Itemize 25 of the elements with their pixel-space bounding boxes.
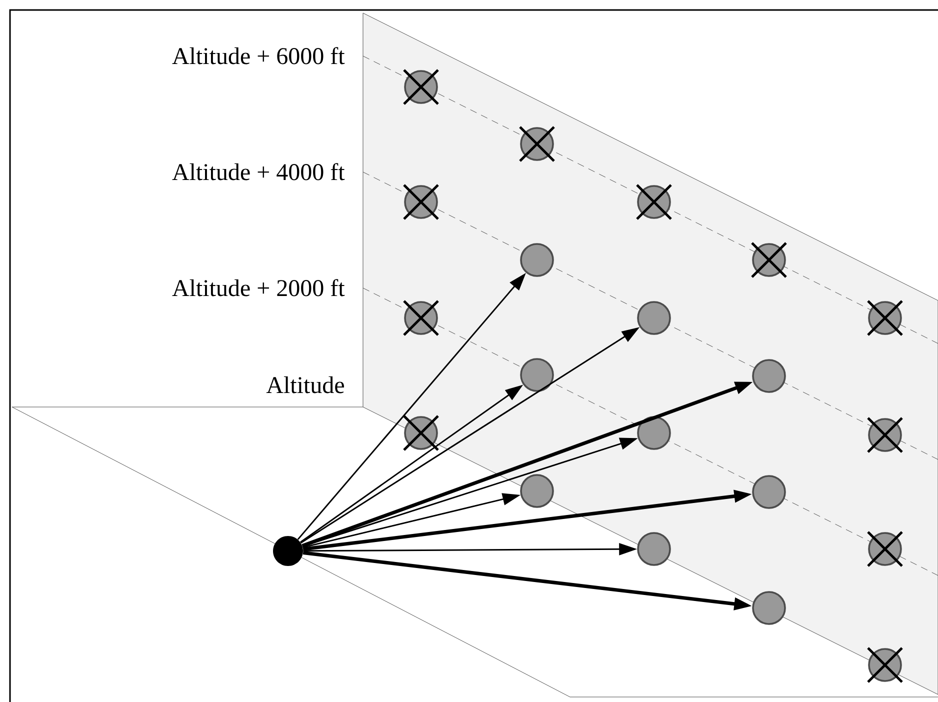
altitude-label: Altitude + 6000 ft	[172, 47, 345, 64]
crossed-circle	[866, 300, 904, 336]
crossed-circle	[636, 184, 672, 220]
source-dot	[273, 536, 303, 566]
crossed-circle	[866, 646, 904, 684]
altitude-label: Altitude + 2000 ft	[172, 279, 345, 296]
target-circle	[752, 475, 786, 509]
target-circle	[637, 532, 671, 566]
target-circle	[520, 243, 554, 277]
target-circle	[520, 474, 554, 508]
crossed-circle	[866, 530, 904, 568]
target-circle	[520, 358, 554, 392]
altitude-label: Altitude + 4000 ft	[172, 163, 345, 180]
crossed-circle	[402, 414, 440, 452]
target-circle	[637, 301, 671, 335]
target-circle	[637, 416, 671, 450]
crossed-circle	[402, 184, 440, 220]
crossed-circle	[402, 300, 440, 336]
crossed-circle	[866, 416, 904, 454]
crossed-circle	[750, 242, 788, 278]
altitude-label: Altitude	[266, 376, 344, 394]
target-circle	[752, 359, 786, 393]
crossed-circle	[402, 68, 440, 106]
target-circle	[752, 591, 786, 625]
crossed-circle	[518, 126, 556, 162]
